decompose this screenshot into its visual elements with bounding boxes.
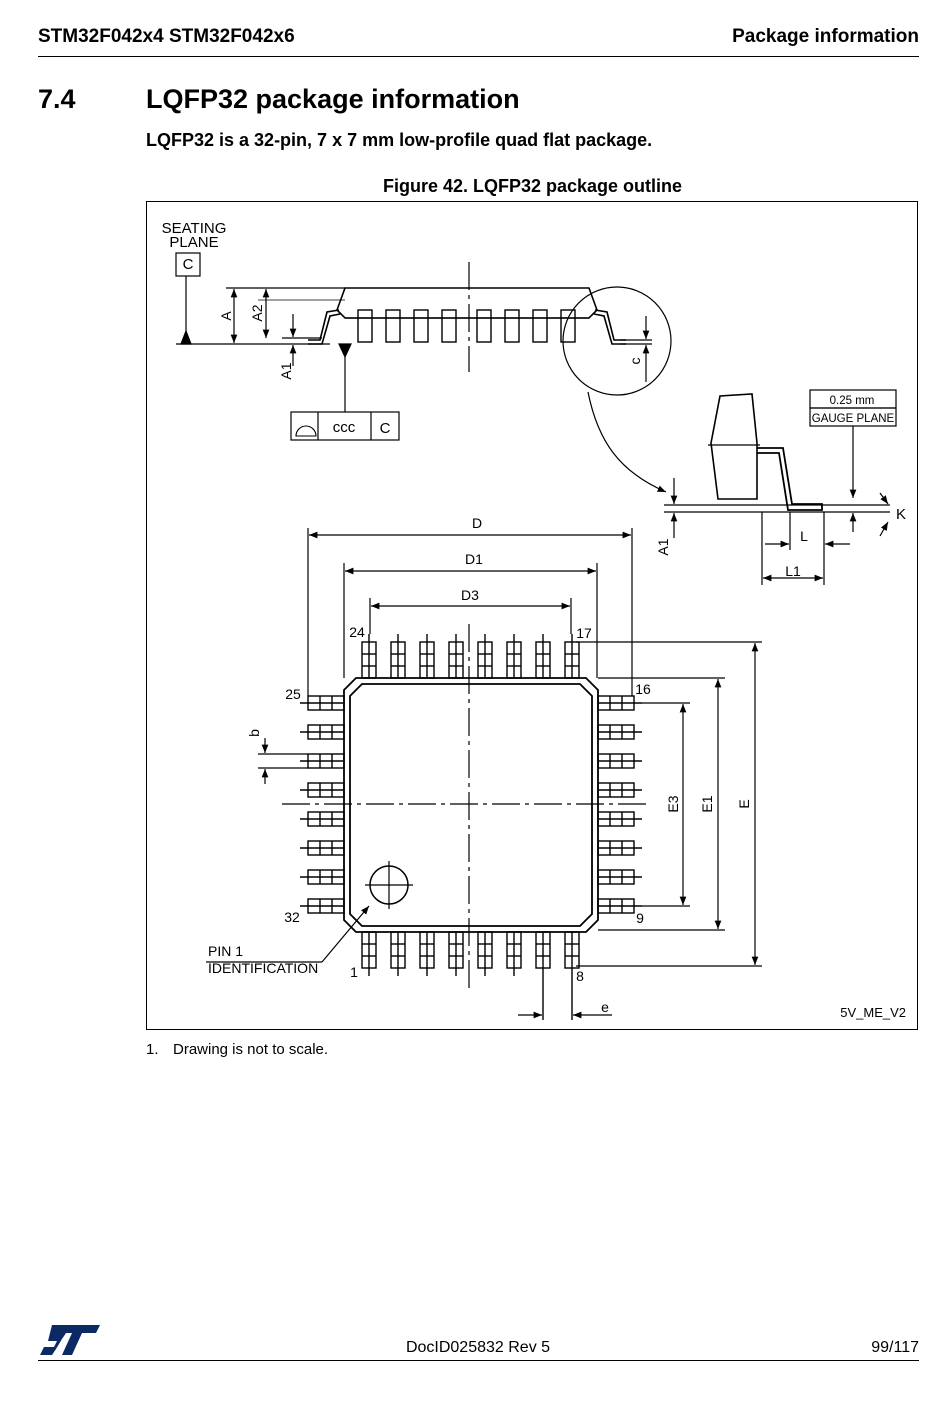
dim-d1-label: D1 <box>465 551 483 567</box>
package-outline-drawing: SEATING PLANE C A A2 A1 c ccc C 0.25 mm … <box>162 220 906 1020</box>
dim-k-label: K <box>896 506 906 523</box>
pin1-identification-label-1: PIN 1 <box>208 943 243 959</box>
section-number: 7.4 <box>38 84 76 114</box>
dim-d-label: D <box>472 515 482 531</box>
header-rule <box>38 56 919 57</box>
dim-e-label: E <box>736 799 752 808</box>
note-number: 1. <box>146 1041 159 1058</box>
note-text: Drawing is not to scale. <box>173 1041 329 1058</box>
dim-a1-detail-label: A1 <box>655 538 671 555</box>
pin-17-label: 17 <box>576 625 592 641</box>
pin-8-label: 8 <box>576 968 584 984</box>
footer-doc-id: DocID025832 Rev 5 <box>405 1339 551 1356</box>
pin-32-label: 32 <box>284 909 300 925</box>
section-title: LQFP32 package information <box>146 84 520 114</box>
datum-c-label: C <box>183 256 194 273</box>
ccc-label: ccc <box>333 419 356 436</box>
dim-e-pitch-label: e <box>601 999 609 1015</box>
dim-b-label: b <box>246 729 262 737</box>
dim-a1-label: A1 <box>278 362 294 379</box>
header-document-title: STM32F042x4 STM32F042x6 <box>38 26 295 47</box>
footer-rule <box>38 1360 919 1361</box>
footer-page-number: 99/117 <box>871 1339 919 1356</box>
dim-e1-label: E1 <box>699 795 715 812</box>
dim-l1-label: L1 <box>785 563 801 579</box>
pin1-identification-label-2: IDENTIFICATION <box>208 960 318 976</box>
dim-a2-label: A2 <box>249 304 265 321</box>
seating-plane-label-1: SEATING <box>162 220 227 237</box>
ccc-datum-label: C <box>380 420 391 437</box>
drawing-code: 5V_ME_V2 <box>840 1005 906 1020</box>
gauge-value-label: 0.25 mm <box>830 395 875 407</box>
lead-detail-view <box>664 389 897 585</box>
pin-16-label: 16 <box>635 681 651 697</box>
seating-plane-label-2: PLANE <box>169 234 218 251</box>
dim-d3-label: D3 <box>461 587 479 603</box>
dim-c-label: c <box>627 358 643 365</box>
header-section-title: Package information <box>732 26 919 47</box>
pin-9-label: 9 <box>636 910 644 926</box>
pin-24-label: 24 <box>349 624 365 640</box>
gauge-plane-label: GAUGE PLANE <box>812 413 895 425</box>
pin-1-label: 1 <box>350 964 358 980</box>
dim-e3-label: E3 <box>665 795 681 812</box>
st-logo-icon <box>40 1325 100 1355</box>
top-view <box>206 528 762 1020</box>
dim-a-label: A <box>218 311 234 321</box>
figure-note: 1. Drawing is not to scale. <box>146 1041 328 1058</box>
section-intro: LQFP32 is a 32-pin, 7 x 7 mm low-profile… <box>146 130 653 150</box>
figure-caption: Figure 42. LQFP32 package outline <box>382 176 683 196</box>
figure-frame <box>146 201 918 1030</box>
dim-l-label: L <box>800 528 808 544</box>
pin-25-label: 25 <box>285 686 301 702</box>
side-view <box>175 252 672 493</box>
